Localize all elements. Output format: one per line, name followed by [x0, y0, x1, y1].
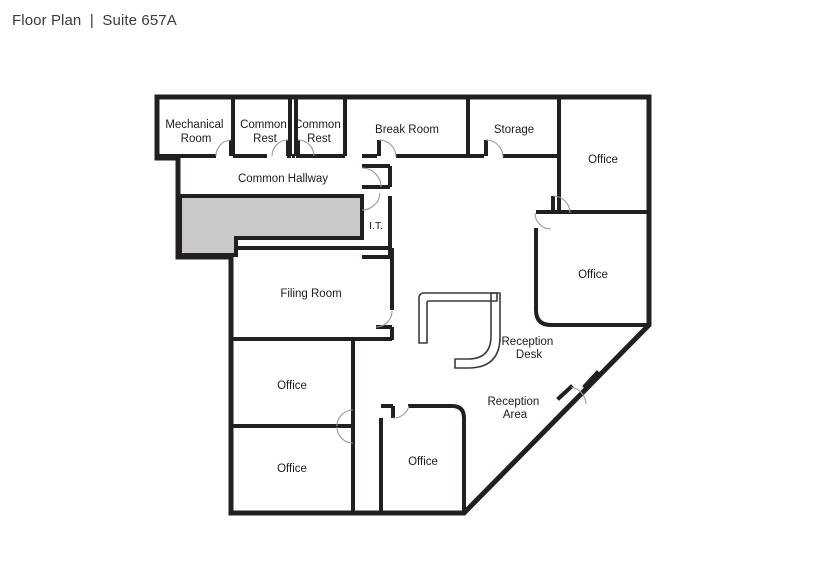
door-break-room [377, 139, 397, 158]
outer-wall-outline [154, 94, 652, 516]
door-hallway-east [361, 167, 382, 188]
room-label-office-top-right: Office [588, 154, 618, 166]
door-common-rest-1 [271, 139, 290, 157]
room-label-it-room: I.T. [369, 220, 383, 232]
door-office-top-right [551, 195, 571, 214]
door-storage [484, 139, 504, 158]
door-mechanical-room [215, 139, 233, 157]
door-office-left-upper [336, 409, 354, 427]
room-label-reception-area: Reception Area [488, 396, 543, 421]
hallway-walls [362, 164, 392, 259]
reception-desk-furniture [418, 292, 501, 369]
door-office-left-lower [336, 426, 354, 444]
right-offices-walls [534, 210, 649, 327]
room-label-filing-room: Filing Room [280, 288, 341, 300]
room-label-common-hallway: Common Hallway [238, 173, 328, 185]
room-label-office-bottom-center: Office [408, 456, 438, 468]
page-title: Floor Plan | Suite 657A [12, 12, 177, 29]
room-label-office-mid-right: Office [578, 269, 608, 281]
room-label-reception-desk: Reception Desk [502, 336, 557, 361]
door-common-rest-2 [296, 139, 315, 157]
left-offices-walls [231, 339, 355, 513]
room-label-break-room: Break Room [375, 124, 439, 136]
door-suite-entry [556, 370, 600, 405]
room-label-common-rest-2: Common Rest [294, 119, 344, 145]
room-label-storage: Storage [494, 124, 534, 136]
room-label-common-rest-1: Common Rest [240, 119, 290, 145]
filing-room-walls [231, 246, 394, 341]
door-it-room [360, 192, 381, 211]
door-office-mid-right [534, 212, 552, 230]
door-filing-room [375, 310, 393, 329]
room-label-office-left-upper: Office [277, 380, 307, 392]
room-label-office-left-lower: Office [277, 463, 307, 475]
room-labels: Mechanical Room Common Rest Common Rest … [165, 119, 618, 475]
door-office-bottom-center [391, 405, 410, 419]
room-label-mechanical-room: Mechanical Room [165, 119, 226, 145]
